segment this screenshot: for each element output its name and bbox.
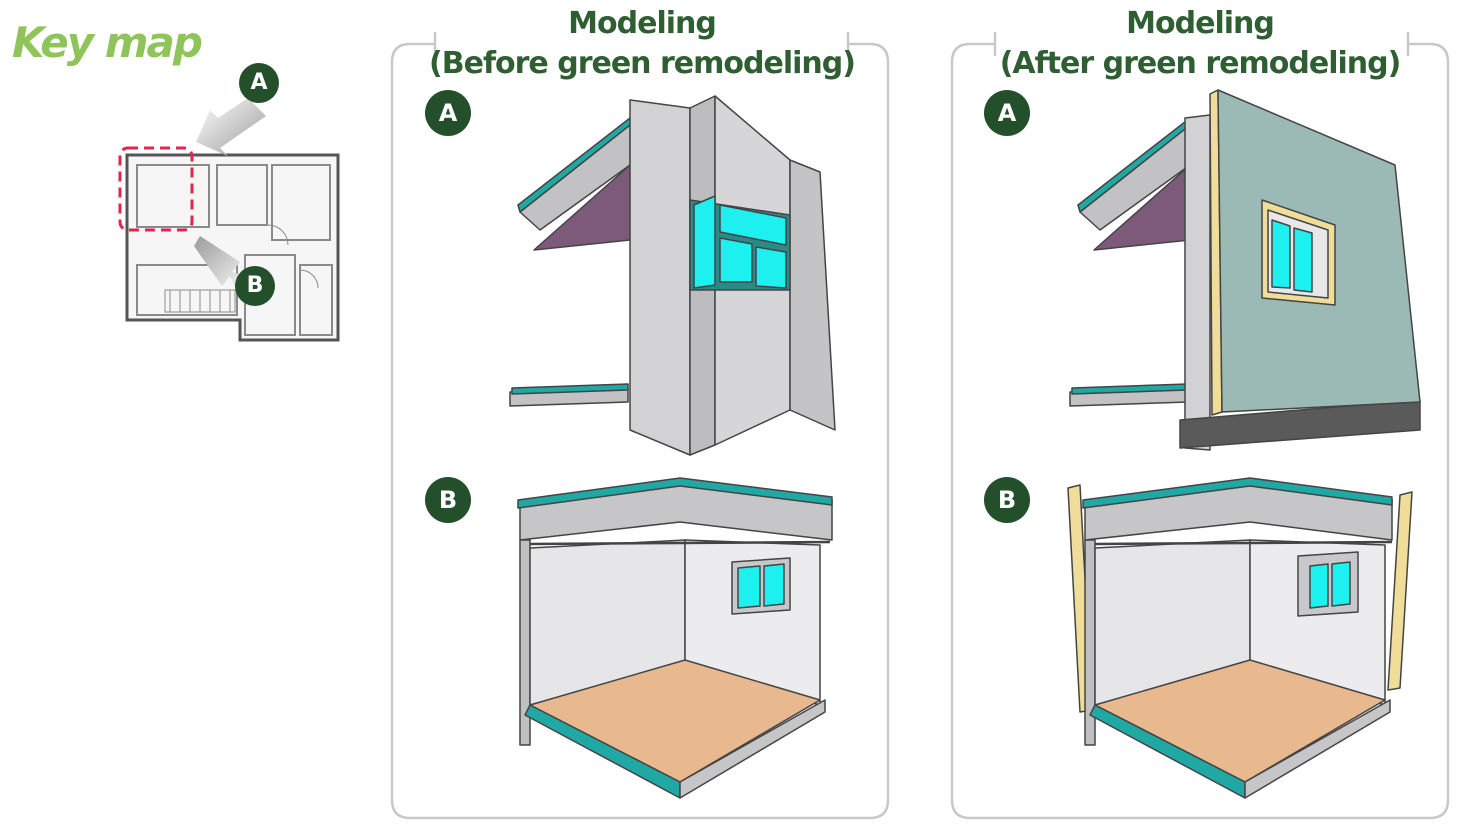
panel-before-frame	[390, 32, 890, 820]
panel-before-title-line2: (Before green remodeling)	[429, 46, 856, 81]
panel-after-title-line2: (After green remodeling)	[999, 46, 1402, 81]
keymap-marker-b: B	[235, 266, 275, 306]
before-view-a-badge: A	[425, 90, 471, 136]
after-view-a-badge: A	[984, 90, 1030, 136]
after-exterior-model	[1069, 89, 1421, 451]
keymap-marker-a: A	[239, 63, 279, 103]
floor-plan	[125, 153, 340, 342]
after-interior-model	[1067, 477, 1413, 799]
before-view-b-badge: B	[425, 477, 471, 523]
before-interior-model	[517, 477, 833, 799]
panel-before-title: Modeling (Before green remodeling)	[362, 4, 922, 84]
view-a-arrow	[196, 98, 266, 156]
before-exterior-model	[509, 95, 836, 456]
panel-after-frame	[950, 32, 1450, 820]
panel-after-title-line1: Modeling	[1126, 6, 1275, 41]
after-view-b-badge: B	[984, 477, 1030, 523]
panel-before-title-line1: Modeling	[568, 6, 717, 41]
keymap-title: Key map	[12, 18, 203, 67]
panel-after-title: Modeling (After green remodeling)	[920, 4, 1470, 84]
highlight-area	[118, 146, 194, 232]
